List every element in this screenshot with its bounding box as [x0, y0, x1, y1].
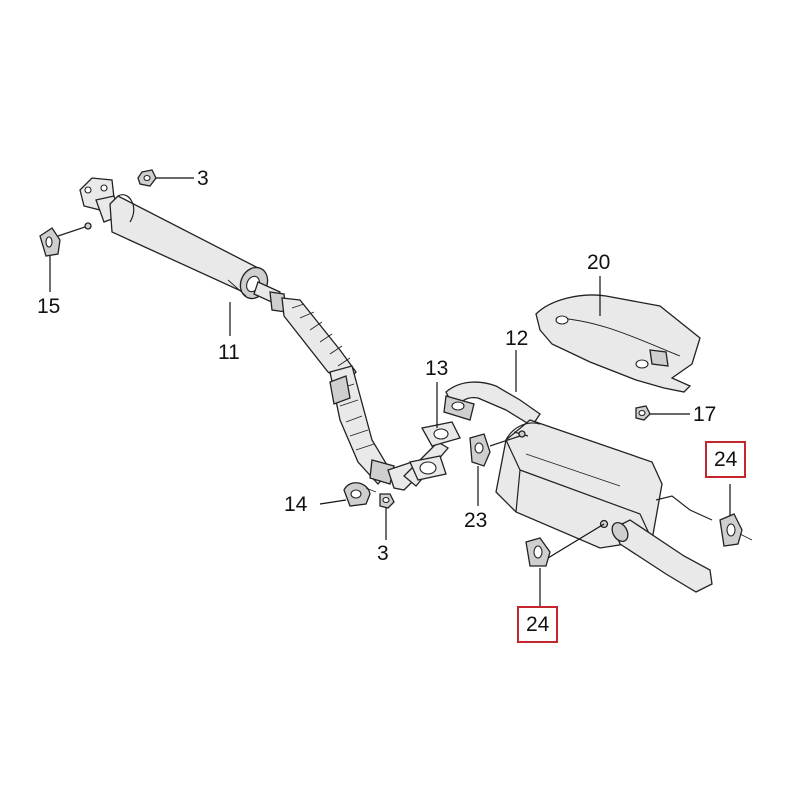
- rubber-hanger-part-23: [469, 433, 521, 467]
- callout-part-17: 17: [693, 403, 717, 426]
- leader-lines: [49, 177, 731, 606]
- callout-part-11: 11: [218, 341, 240, 364]
- callout-part-13: 13: [425, 357, 449, 380]
- callout-part-15: 15: [37, 295, 61, 318]
- front-muffler-part-11: [79, 177, 287, 313]
- intermediate-pipe: [281, 297, 449, 491]
- rubber-hanger-part-15: [39, 222, 92, 257]
- callout-part-24-bottom-highlighted: 24: [517, 606, 559, 643]
- callout-part-23: 23: [464, 509, 488, 532]
- rear-muffler-part-12: [443, 381, 713, 593]
- nut-part-3-top: [137, 169, 157, 187]
- callout-part-3-top: 3: [197, 167, 209, 190]
- nut-part-17: [635, 405, 651, 421]
- callout-part-24-right-highlighted: 24: [705, 441, 747, 478]
- nut-part-3-bottom: [379, 493, 395, 509]
- clamp-part-14: [343, 482, 377, 507]
- heat-shield-part-20: [535, 294, 701, 393]
- flange-gasket-part-13: [409, 421, 461, 481]
- callout-part-20: 20: [587, 251, 611, 274]
- callout-part-14: 14: [284, 493, 308, 516]
- callout-part-3-bottom: 3: [377, 542, 389, 565]
- callout-part-12: 12: [505, 327, 529, 350]
- rubber-hanger-part-24-right: [719, 513, 753, 547]
- rubber-hanger-part-24-bottom: [525, 537, 551, 567]
